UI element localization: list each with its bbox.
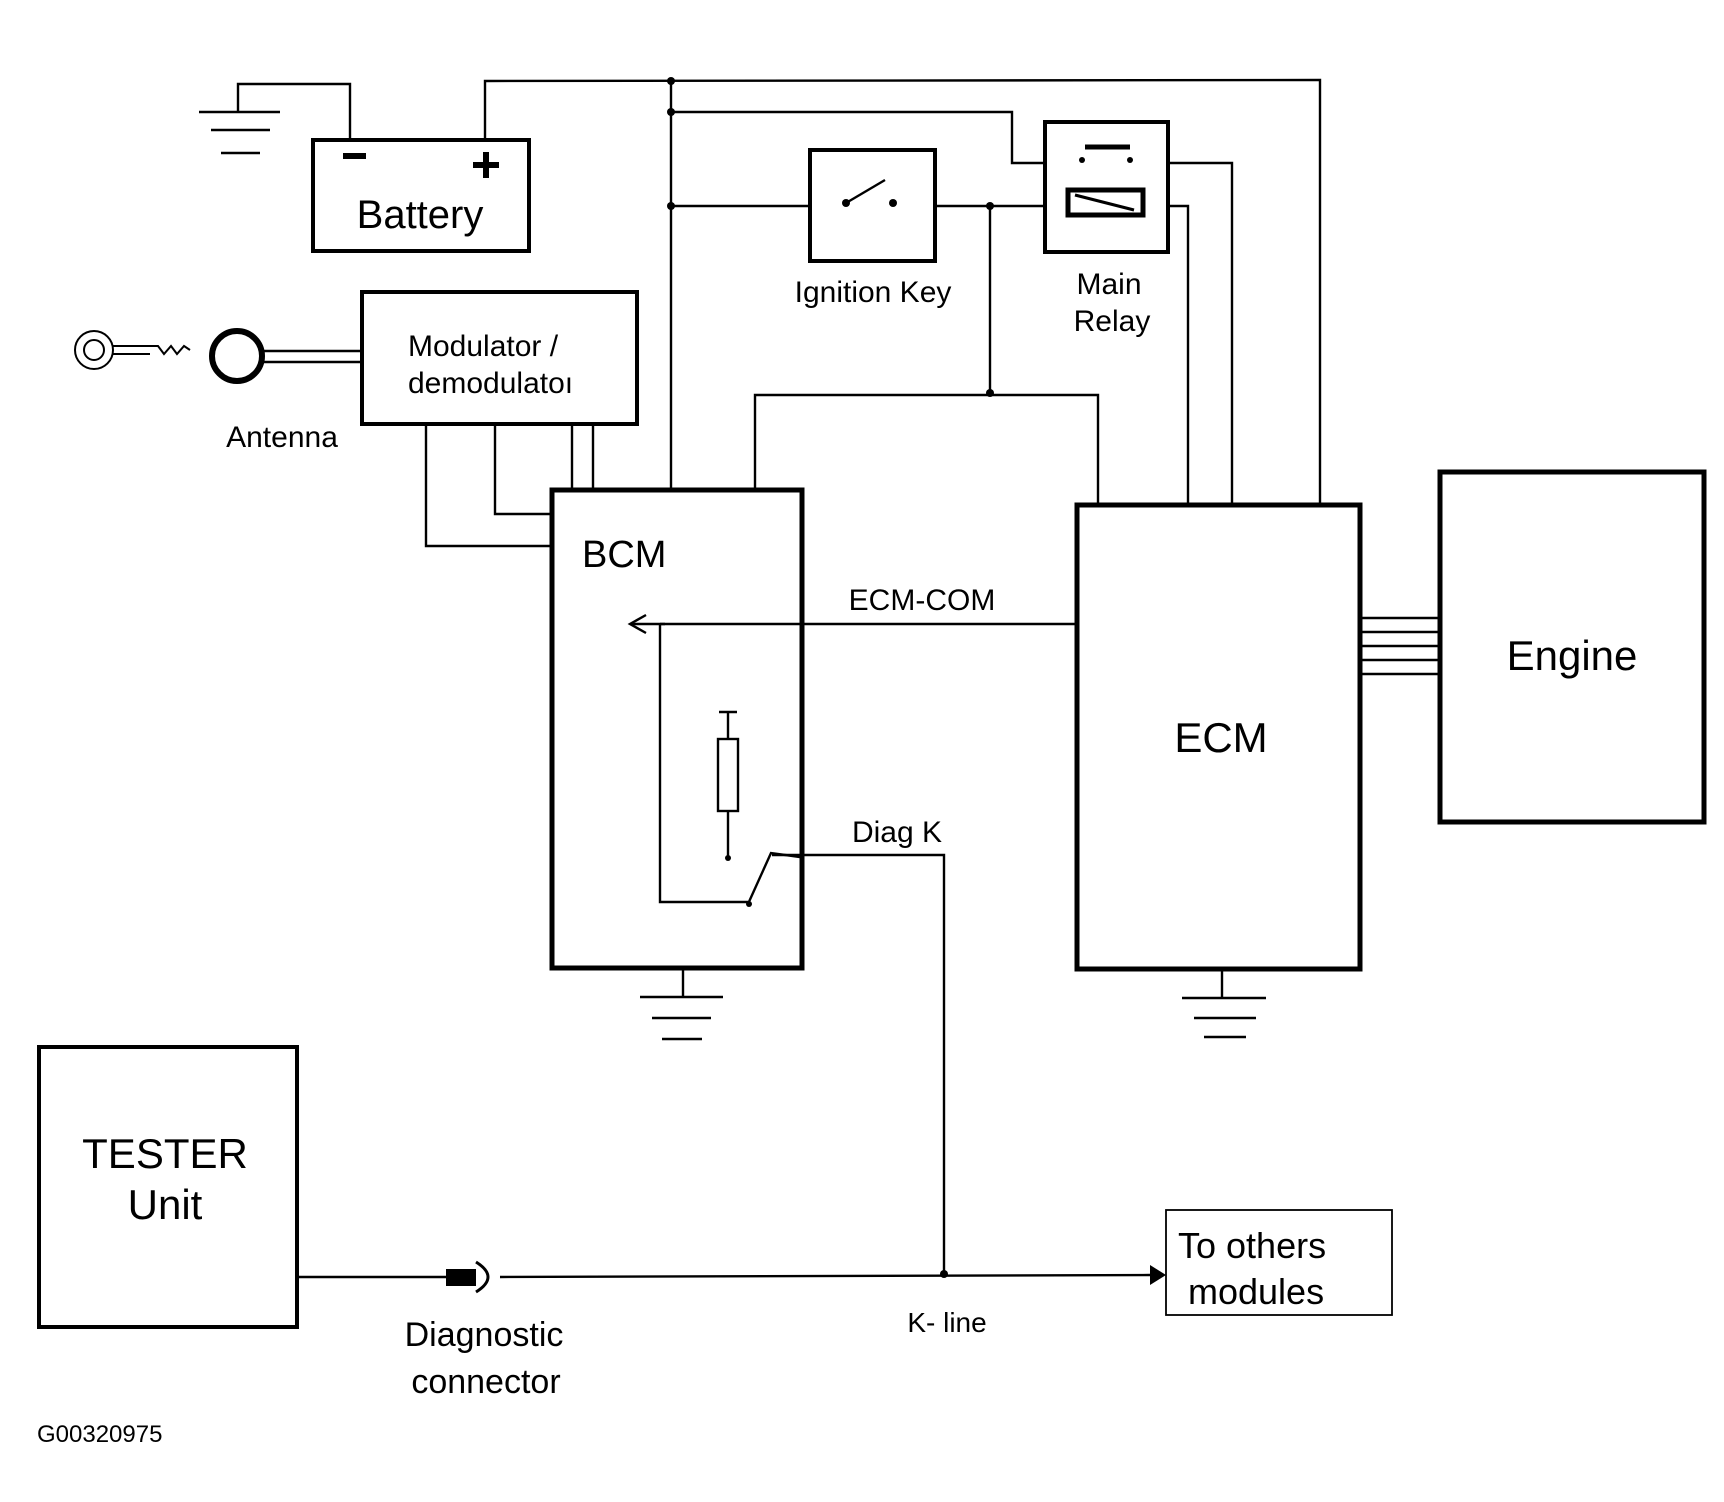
junction-dot xyxy=(986,202,994,210)
antenna-coil-icon xyxy=(209,328,362,384)
engine-label: Engine xyxy=(1507,632,1638,679)
key-icon xyxy=(74,330,191,370)
to-others-label-line1: To others xyxy=(1178,1225,1326,1266)
resistor-icon xyxy=(716,710,740,861)
modulator-bcm-wires xyxy=(424,424,595,548)
ecm-module: ECM xyxy=(1074,502,1363,972)
bcm-label: BCM xyxy=(582,534,666,576)
other-modules-box: To others modules xyxy=(1165,1209,1393,1316)
relay-coil-icon xyxy=(1065,187,1146,218)
battery-label: Battery xyxy=(357,193,484,237)
ecm-label: ECM xyxy=(1174,714,1267,761)
k-line-label: K- line xyxy=(907,1307,986,1338)
ignition-key-switch: Ignition Key xyxy=(795,148,952,309)
junction-dot xyxy=(940,1270,948,1278)
main-relay: Main Relay xyxy=(1043,120,1170,338)
main-relay-label-line1: Main xyxy=(1076,268,1141,301)
tester-unit: TESTER Unit xyxy=(37,1045,299,1329)
battery-plus-icon xyxy=(473,152,499,178)
modulator-label-line2: demodulatoı xyxy=(408,367,573,400)
switch-icon xyxy=(842,178,897,207)
main-relay-label-line2: Relay xyxy=(1074,305,1151,338)
tester-label-line2: Unit xyxy=(128,1181,203,1228)
modulator-demodulator: Modulator / demodulatoı xyxy=(360,290,639,426)
diag-k-wire xyxy=(772,853,946,1272)
diag-k-label: Diag K xyxy=(852,816,942,849)
k-line-wire xyxy=(499,1273,1151,1279)
junction-dot xyxy=(667,108,675,116)
bcm-module: BCM xyxy=(549,487,805,971)
diagnostic-connector-icon xyxy=(446,1260,490,1294)
figure-id-label: G00320975 xyxy=(37,1421,162,1448)
relay-contact-icon xyxy=(1079,144,1133,163)
modulator-label-line1: Modulator / xyxy=(408,330,559,363)
junction-dot xyxy=(667,202,675,210)
diagnostic-connector-label-line1: Diagnostic xyxy=(405,1316,564,1354)
junction-dot xyxy=(667,77,675,85)
bcm-ground-icon xyxy=(640,968,723,1041)
diagnostic-connector-label-line2: connector xyxy=(411,1363,560,1401)
engine-block: Engine xyxy=(1437,469,1707,825)
ecm-engine-wires xyxy=(1360,616,1440,676)
battery-ground-icon xyxy=(199,82,352,155)
battery: Battery xyxy=(311,138,531,253)
junction-dot xyxy=(986,389,994,397)
arrow-left-icon xyxy=(627,613,665,635)
tester-label-line1: TESTER xyxy=(82,1130,248,1177)
ignition-key-label: Ignition Key xyxy=(795,276,952,309)
ecm-com-label: ECM-COM xyxy=(849,584,996,617)
to-others-label-line2: modules xyxy=(1178,1271,1324,1312)
antenna-label: Antenna xyxy=(226,421,338,454)
ecm-ground-icon xyxy=(1182,969,1266,1039)
arrow-right-icon xyxy=(1150,1265,1166,1285)
